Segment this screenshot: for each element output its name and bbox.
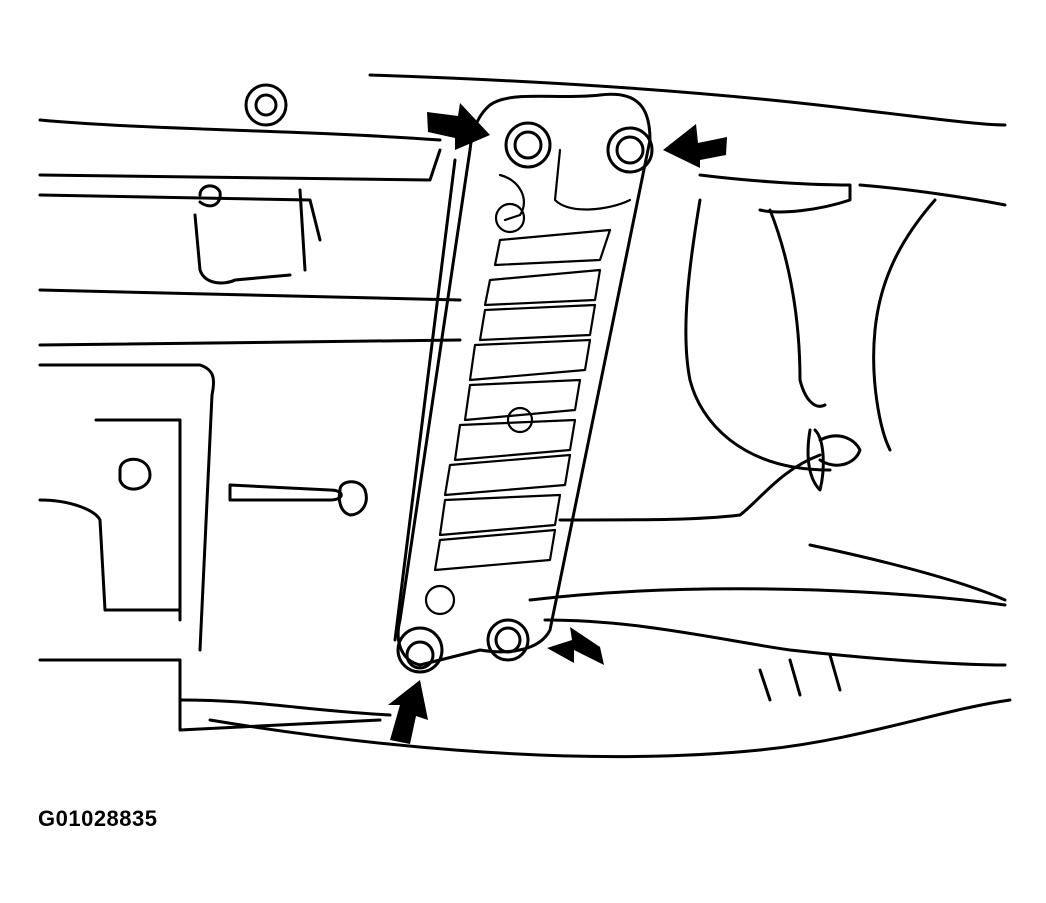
bolt-bottom-left [396, 626, 444, 674]
bolt-top-left [504, 121, 552, 169]
arrow-top-right-bolt [663, 124, 727, 168]
frame-outline [38, 73, 1012, 759]
bracket-ribs [424, 148, 632, 616]
arrow-bottom-right-bolt [547, 627, 604, 665]
bolt-bottom-right [486, 618, 530, 662]
bracket [393, 92, 652, 667]
arrow-bottom-left-bolt [388, 680, 428, 744]
figure-id-label: G01028835 [38, 806, 158, 831]
bolt-top-right [606, 126, 654, 174]
arrow-top-left-bolt [427, 103, 490, 150]
